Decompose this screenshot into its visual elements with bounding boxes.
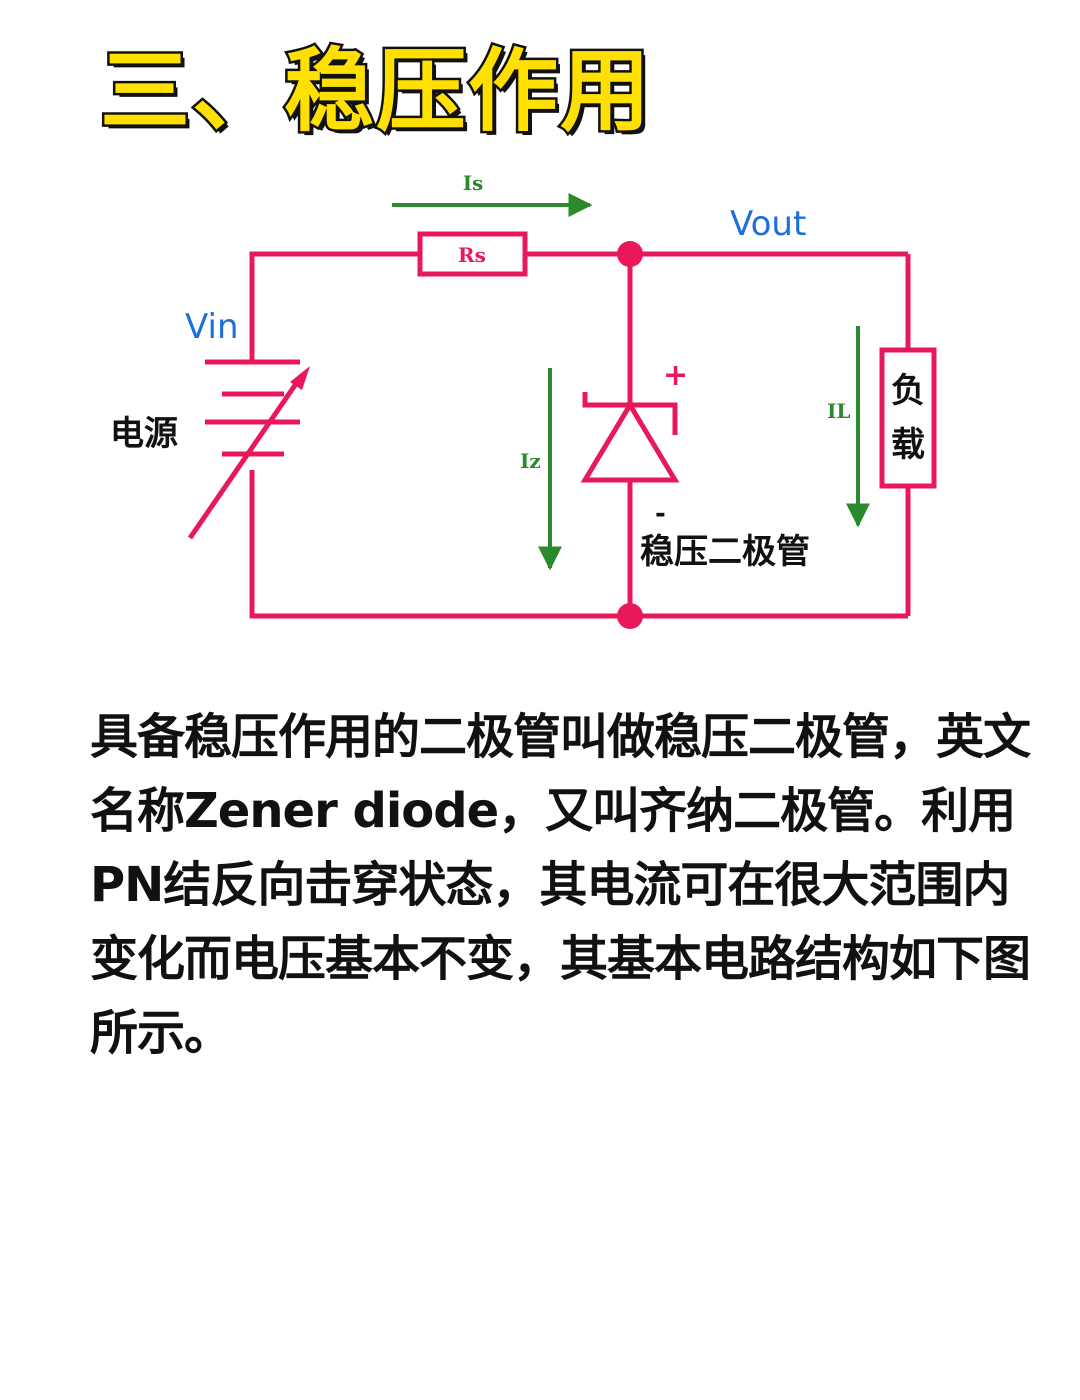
- zener-circuit-diagram: Rs Is Vout Vin 电源 + - 稳压二极管 Iz IL 负 载: [110, 171, 937, 629]
- is-label: Is: [463, 171, 484, 195]
- vin-label: Vin: [185, 307, 239, 347]
- left-bottom-wire: [249, 470, 908, 619]
- load-box: [879, 347, 937, 489]
- resistor-rs-label: Rs: [458, 243, 486, 267]
- junction-dot-bottom: [617, 603, 643, 629]
- source-label: 电源: [110, 414, 178, 454]
- resistor-rs: [417, 231, 528, 277]
- variable-source-symbol: [187, 359, 305, 540]
- zener-plus-label: +: [663, 358, 688, 393]
- left-top-wire: [249, 251, 420, 362]
- junction-dot-top: [617, 241, 643, 267]
- variable-source-arrowhead: [290, 366, 310, 390]
- page-title: 三、稳压作用: [98, 37, 653, 147]
- zener-diode-symbol: [580, 392, 680, 483]
- vout-label: Vout: [730, 204, 806, 244]
- circuit-wires: [249, 251, 911, 619]
- zener-minus-label: -: [655, 499, 666, 529]
- load-label-line2: 载: [891, 425, 925, 465]
- load-label-line1: 负: [891, 371, 925, 411]
- description-paragraph: 具备稳压作用的二极管叫做稳压二极管，英文名称Zener diode，又叫齐纳二极…: [90, 709, 1031, 1061]
- zener-label: 稳压二极管: [640, 532, 810, 572]
- iz-label: Iz: [520, 449, 541, 473]
- il-label: IL: [827, 399, 850, 423]
